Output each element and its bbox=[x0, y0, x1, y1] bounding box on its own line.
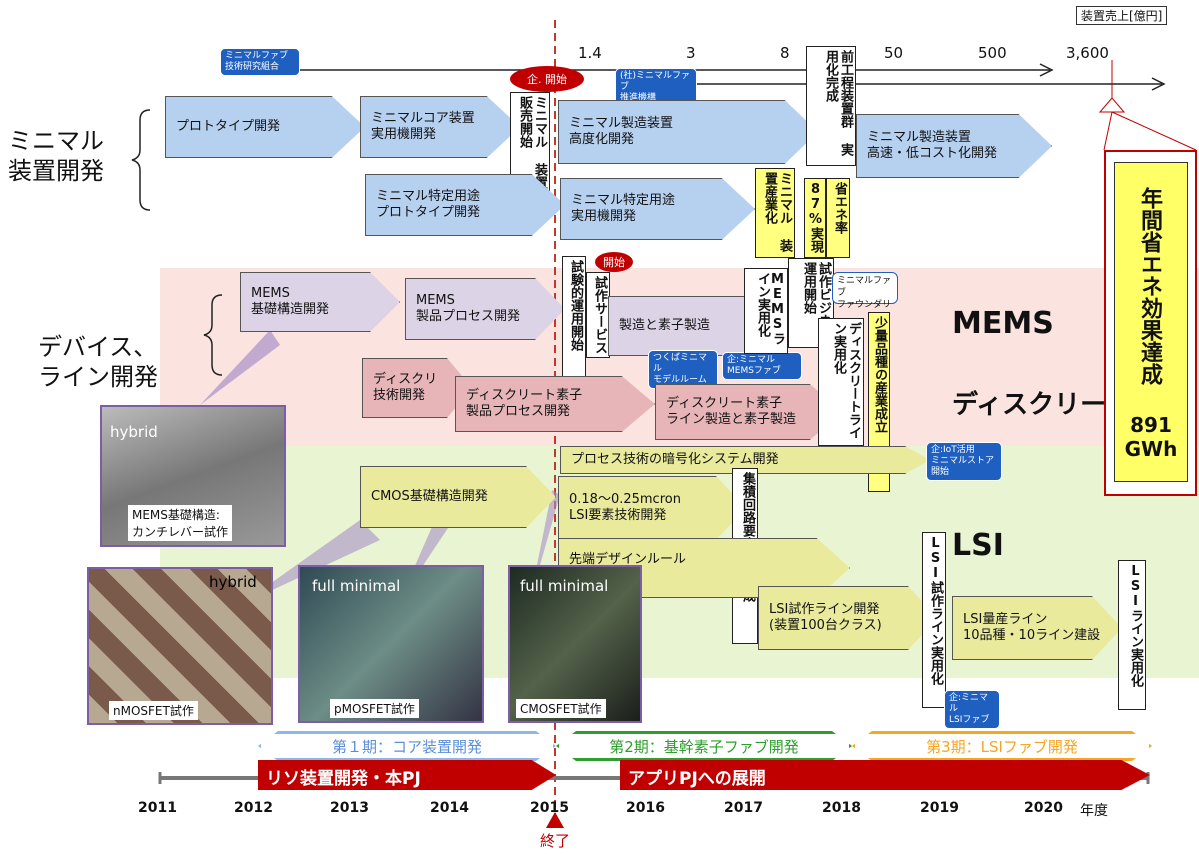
energy-rate-box: 省エネ率 bbox=[826, 178, 850, 258]
special-prod-arrow: ミニマル特定用途 実用機開発 bbox=[560, 178, 755, 240]
photo-caption: pMOSFET試作 bbox=[330, 699, 419, 718]
year-label: 2012 bbox=[234, 800, 273, 816]
mems-line-box: MEMSライン実用化 bbox=[744, 268, 788, 354]
photo-tag: hybrid bbox=[209, 573, 257, 591]
mems-cantilever-photo: hybrid MEMS基礎構造: カンチレバー試作 bbox=[100, 405, 286, 547]
phase-2: 第2期：基幹素子ファブ開発 bbox=[556, 731, 852, 761]
mems-label: MEMS bbox=[952, 306, 1054, 341]
device-group-label: デバイス、 ライン開発 bbox=[38, 332, 158, 392]
discrete-process-arrow: ディスクリート素子 製品プロセス開発 bbox=[455, 376, 655, 432]
year-label: 2017 bbox=[724, 800, 763, 816]
year-label: 2016 bbox=[626, 800, 665, 816]
year-label: 2011 bbox=[138, 800, 177, 816]
prototype-arrow: プロトタイプ開発 bbox=[165, 96, 365, 158]
year-label: 2015 bbox=[530, 800, 569, 816]
lito-arrow: リソ装置開発・本PJ bbox=[258, 760, 556, 790]
energy-effect-box: 年間省エネ効果達成 891 GWh bbox=[1114, 162, 1188, 482]
minimal-group-label: ミニマル 装置開発 bbox=[8, 126, 104, 186]
cmosfet-photo: full minimal CMOSFET試作 bbox=[508, 565, 642, 723]
trial-line-arrow: LSI試作ライン開発 (装置100台クラス) bbox=[758, 586, 938, 650]
year-label: 2013 bbox=[330, 800, 369, 816]
iot-tag: 企:IoT活用 ミニマルストア開始 bbox=[926, 442, 1002, 481]
mems-process-arrow: MEMS 製品プロセス開発 bbox=[405, 278, 565, 340]
apps-arrow: アプリPJへの展開 bbox=[620, 760, 1150, 790]
lsi-line-done-box: LSIライン実用化 bbox=[1118, 560, 1146, 710]
lsi-fab-tag: 企:ミニマル LSIファブ bbox=[944, 690, 1000, 729]
front-complete-box: 前工程装置群 実用化完成 bbox=[806, 46, 856, 166]
core-arrow: ミニマルコア装置 実用機開発 bbox=[360, 96, 520, 158]
discrete-line-done-box: ディスクリートライン実用化 bbox=[818, 318, 864, 446]
fiscal-year-label: 年度 bbox=[1080, 800, 1108, 820]
lito-label: リソ装置開発・本PJ bbox=[266, 764, 421, 789]
energy-effect-title: 年間省エネ効果達成 bbox=[1133, 187, 1165, 385]
energy-87-box: 87%実現 bbox=[804, 178, 826, 258]
micron-arrow: 0.18〜0.25mcron LSI要素技術開発 bbox=[558, 476, 746, 540]
photo-caption: CMOSFET試作 bbox=[516, 699, 606, 718]
foundry-box: ミニマルファブ ファウンダリ bbox=[832, 272, 898, 304]
photo-tag: full minimal bbox=[520, 577, 608, 595]
start-oval: 企. 開始 bbox=[510, 66, 584, 92]
phase-1: 第１期：コア装置開発 bbox=[258, 731, 556, 761]
year-label: 2019 bbox=[920, 800, 959, 816]
mass-arrow: LSI量産ライン 10品種・10ライン建設 bbox=[952, 596, 1122, 660]
apps-label: アプリPJへの展開 bbox=[628, 764, 766, 789]
advanced-arrow: ミニマル製造装置 高度化開発 bbox=[558, 100, 818, 164]
energy-effect-frame: 年間省エネ効果達成 891 GWh bbox=[1104, 150, 1197, 496]
year-label: 2014 bbox=[430, 800, 469, 816]
cmos-arrow: CMOS基礎構造開発 bbox=[360, 466, 556, 528]
phase-3: 第3期：LSIファブ開発 bbox=[852, 731, 1152, 761]
special-proto-arrow: ミニマル特定用途 プロトタイプ開発 bbox=[365, 174, 565, 236]
tsukuba-tag: つくばミニマル モデルルーム bbox=[648, 350, 718, 389]
photo-caption: nMOSFET試作 bbox=[109, 701, 198, 720]
energy-effect-value: 891 GWh bbox=[1123, 413, 1179, 461]
discrete-line-arrow: ディスクリート素子 ライン製造と素子製造 bbox=[655, 384, 843, 440]
photo-caption: MEMS基礎構造: カンチレバー試作 bbox=[128, 505, 232, 541]
mems-fab-tag: 企:ミニマル MEMSファブ bbox=[722, 352, 802, 380]
industrial-box: ミニマル 装置産業化 bbox=[755, 168, 795, 258]
lsi-label: LSI bbox=[952, 528, 1004, 563]
trial-done-box: LSI試作ライン実用化 bbox=[922, 532, 946, 708]
mems-basic-arrow: MEMS 基礎構造開発 bbox=[240, 272, 400, 332]
pmosfet-photo: full minimal pMOSFET試作 bbox=[298, 565, 484, 723]
trial-service-box: 試作サービス bbox=[586, 272, 610, 358]
nmosfet-photo: hybrid nMOSFET試作 bbox=[87, 567, 273, 725]
photo-tag: hybrid bbox=[110, 423, 158, 441]
trial-run-box: 試験的運用開始 bbox=[562, 256, 586, 382]
start-oval-2: 開始 bbox=[595, 252, 633, 272]
lowcost-arrow: ミニマル製造装置 高速・低コスト化開発 bbox=[856, 114, 1052, 178]
research-association-tag: ミニマルファブ 技術研究組合 bbox=[220, 48, 300, 76]
year-label: 2018 bbox=[822, 800, 861, 816]
photo-tag: full minimal bbox=[312, 577, 400, 595]
end-label: 終了 bbox=[540, 830, 570, 851]
year-label: 2020 bbox=[1024, 800, 1063, 816]
